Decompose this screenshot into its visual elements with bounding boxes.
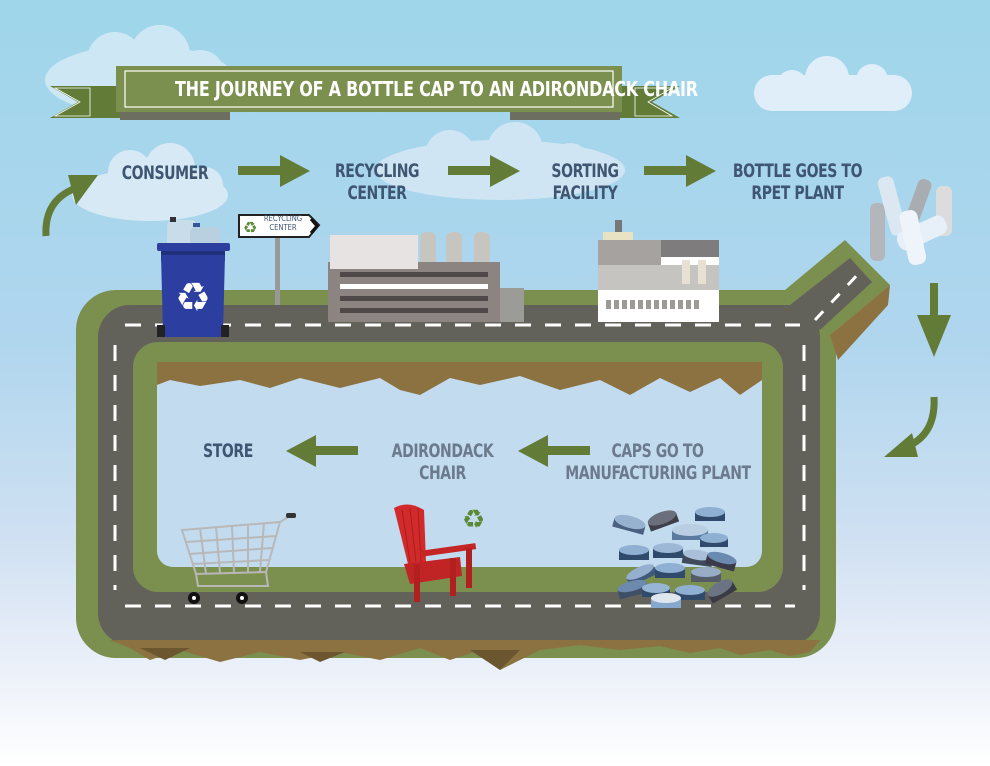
bottle-caps-icon	[612, 507, 738, 608]
sorting-facility-icon	[598, 220, 719, 322]
factory-icon	[328, 232, 524, 322]
step-sorting-line1: SORTING	[551, 160, 619, 182]
recycling-center-sign: ♻	[238, 214, 321, 305]
shopping-cart-icon	[180, 513, 296, 604]
step-store-text: STORE	[203, 440, 253, 462]
step-recycling-center-line2: CENTER	[347, 182, 407, 204]
curved-arrow-icon	[42, 175, 98, 237]
step-rpet-line2: RPET PLANT	[751, 182, 844, 204]
step-manufacturing-line2: MANUFACTURING PLANT	[565, 462, 751, 484]
down-arrow-icon	[917, 283, 951, 357]
step-chair-line1: ADIRONDACK	[391, 440, 494, 462]
step-adirondack-chair: ADIRONDACK CHAIR	[387, 440, 498, 484]
cloud-top-right	[754, 56, 912, 111]
step-recycling-center-line1: RECYCLING	[334, 160, 420, 182]
step-recycling-center: RECYCLING CENTER	[324, 160, 431, 204]
recycle-icon: ♻	[243, 218, 257, 237]
sign-line1: RECYCLING	[263, 214, 303, 223]
right-arrow-icon	[448, 155, 520, 187]
right-arrow-icon	[644, 155, 716, 187]
step-rpet-plant: BOTTLE GOES TO RPET PLANT	[730, 160, 865, 204]
step-chair-line2: CHAIR	[419, 462, 466, 484]
step-consumer: CONSUMER	[112, 162, 219, 184]
curved-arrow-icon	[884, 396, 938, 457]
sign-line2: CENTER	[269, 223, 297, 232]
step-store: STORE	[195, 440, 261, 462]
cloud-consumer	[72, 143, 228, 221]
recycling-bin-icon: ♻	[157, 217, 230, 337]
step-rpet-line1: BOTTLE GOES TO	[732, 160, 863, 182]
step-sorting-line2: FACILITY	[552, 182, 618, 204]
step-manufacturing-plant: CAPS GO TO MANUFACTURING PLANT	[565, 440, 751, 484]
right-arrow-icon	[238, 155, 310, 187]
step-consumer-text: CONSUMER	[121, 162, 209, 184]
left-arrow-icon	[518, 435, 590, 467]
sign-text: RECYCLING CENTER	[262, 214, 305, 232]
recycle-icon: ♻	[175, 275, 211, 321]
bottles-icon	[870, 176, 952, 265]
title-banner	[50, 66, 680, 120]
left-arrow-icon	[286, 435, 358, 467]
adirondack-chair-icon	[394, 504, 477, 602]
step-sorting-facility: SORTING FACILITY	[536, 160, 634, 204]
step-manufacturing-line1: CAPS GO TO	[611, 440, 704, 462]
recycle-icon: ♻	[462, 505, 486, 535]
